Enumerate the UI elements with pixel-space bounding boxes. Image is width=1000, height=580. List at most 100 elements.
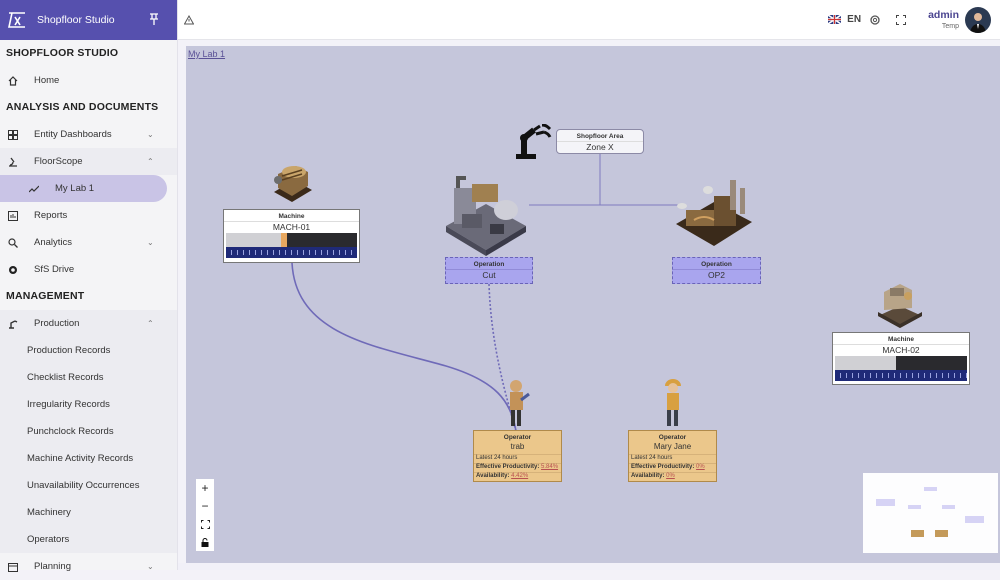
availability-value[interactable]: 0% [666, 473, 675, 479]
node-type: Operation [473, 261, 505, 268]
analytics-search-icon [7, 237, 19, 249]
app-name: Shopfloor Studio [37, 14, 115, 26]
zoom-out-button[interactable]: − [201, 499, 209, 513]
node-type: Machine [278, 213, 305, 220]
availability-value[interactable]: 4.42% [511, 473, 529, 479]
help-icon[interactable] [870, 14, 880, 25]
sidebar-item-analytics[interactable]: Analytics ⌄ [0, 229, 177, 256]
shopfloor-logo-icon [8, 12, 25, 28]
machine-node-mach-01[interactable]: Machine MACH-01 [223, 209, 360, 263]
lock-icon [201, 537, 209, 547]
pin-icon[interactable] [143, 12, 165, 28]
lock-button[interactable] [196, 533, 214, 551]
idle-segment [835, 356, 896, 370]
trend-icon [28, 183, 40, 195]
top-header: EN admin Temp [178, 0, 1000, 40]
footer-bar [178, 563, 1000, 570]
chevron-down-icon: ⌄ [147, 238, 154, 247]
node-value: Cut [446, 269, 532, 281]
sidebar-item-label: Production [34, 318, 80, 329]
section-header: SHOPFLOOR STUDIO [6, 47, 119, 59]
productivity-label: Effective Productivity: [476, 464, 540, 470]
cutting-station-icon [446, 176, 526, 256]
minimap-node [908, 505, 921, 509]
sidebar-item-label: Reports [34, 210, 68, 221]
productivity-value[interactable]: 5.84% [541, 464, 559, 470]
sidebar-item-my-lab-1[interactable]: My Lab 1 [0, 175, 167, 202]
operator-name: Mary Jane [653, 442, 692, 451]
language-selector[interactable]: EN [847, 14, 862, 25]
edge-area-to-operations [529, 154, 678, 206]
breadcrumb[interactable]: My Lab 1 [188, 49, 226, 59]
operator-node-trab[interactable]: Operator trab Latest 24 hours Effective … [473, 430, 562, 482]
machine-press-icon [274, 166, 312, 202]
shopfloor-area-node[interactable]: Shopfloor Area Zone X [556, 129, 644, 154]
operation-node-op2[interactable]: Operation OP2 [672, 257, 761, 284]
machine-activity-bar [226, 233, 357, 259]
sidebar-subitem-irregularity-records[interactable]: Irregularity Records [0, 391, 177, 418]
node-type: Operation [701, 261, 732, 268]
node-value: Zone X [557, 141, 643, 153]
status-marker [281, 233, 288, 247]
idle-segment [226, 233, 282, 247]
uk-flag-icon[interactable] [828, 15, 842, 24]
fit-view-icon [200, 519, 210, 529]
chevron-up-icon: ⌃ [147, 319, 154, 328]
operator-avatar-icon [510, 380, 530, 426]
brand-bar: Shopfloor Studio [0, 0, 177, 40]
zoom-in-button[interactable]: + [201, 481, 209, 495]
operation-node-cut[interactable]: Operation Cut [445, 257, 533, 284]
sidebar: Shopfloor Studio SHOPFLOOR STUDIO Home A… [0, 0, 178, 572]
sidebar-subitem-checklist-records[interactable]: Checklist Records [0, 364, 177, 391]
fullscreen-icon[interactable] [896, 14, 907, 25]
microscope-icon [7, 156, 19, 168]
section-header: ANALYSIS AND DOCUMENTS [6, 101, 159, 113]
sewing-machine-icon [878, 284, 922, 328]
minimap-node [942, 505, 955, 509]
fit-view-button[interactable] [196, 515, 214, 533]
period-label: Latest 24 hours [474, 454, 561, 463]
factory-icon [676, 180, 752, 246]
sidebar-item-entity-dashboards[interactable]: Entity Dashboards ⌄ [0, 121, 177, 148]
minimap-node [911, 530, 924, 537]
avatar[interactable] [965, 6, 991, 33]
floorscope-canvas[interactable]: My Lab 1 Shopfloor Area Zone X Machine M… [186, 46, 1000, 563]
sidebar-item-label: My Lab 1 [55, 183, 95, 194]
operator-name: trab [510, 442, 525, 451]
zoom-controls: + − [196, 479, 214, 551]
productivity-label: Effective Productivity: [631, 464, 695, 470]
calendar-icon [7, 561, 19, 573]
sidebar-subitem-unavailability-occurrences[interactable]: Unavailability Occurrences [0, 472, 177, 499]
minimap[interactable] [863, 473, 998, 553]
user-info[interactable]: admin Temp [928, 9, 959, 30]
user-name: admin [928, 9, 959, 21]
dashboard-icon [7, 129, 19, 141]
section-header: MANAGEMENT [6, 290, 85, 302]
robot-arm-icon [7, 318, 19, 330]
sidebar-item-label: FloorScope [34, 156, 83, 167]
sidebar-item-sfs-drive[interactable]: SfS Drive [0, 256, 177, 283]
sidebar-subitem-punchclock-records[interactable]: Punchclock Records [0, 418, 177, 445]
node-type: Machine [887, 336, 914, 343]
sidebar-item-label: SfS Drive [34, 264, 75, 275]
node-value: OP2 [673, 269, 760, 281]
chevron-up-icon: ⌃ [147, 157, 154, 166]
running-segment [287, 233, 357, 247]
sidebar-item-reports[interactable]: Reports [0, 202, 177, 229]
node-type: Operator [503, 434, 532, 441]
sidebar-item-floorscope[interactable]: FloorScope ⌃ [0, 148, 177, 175]
sidebar-item-label: Home [34, 75, 60, 86]
warning-icon[interactable] [184, 14, 194, 25]
sidebar-subitem-operators[interactable]: Operators [0, 526, 177, 553]
running-segment [895, 356, 967, 370]
sidebar-subitem-machinery[interactable]: Machinery [0, 499, 177, 526]
minimap-node [935, 530, 948, 537]
productivity-value[interactable]: 0% [696, 464, 705, 470]
sidebar-subitem-machine-activity-records[interactable]: Machine Activity Records [0, 445, 177, 472]
sidebar-item-production[interactable]: Production ⌃ [0, 310, 177, 337]
operator-node-mary-jane[interactable]: Operator Mary Jane Latest 24 hours Effec… [628, 430, 717, 482]
sidebar-item-home[interactable]: Home [0, 67, 177, 94]
sidebar-subitem-production-records[interactable]: Production Records [0, 337, 177, 364]
sidebar-item-planning[interactable]: Planning ⌄ [0, 553, 177, 580]
machine-node-mach-02[interactable]: Machine MACH-02 [832, 332, 970, 385]
